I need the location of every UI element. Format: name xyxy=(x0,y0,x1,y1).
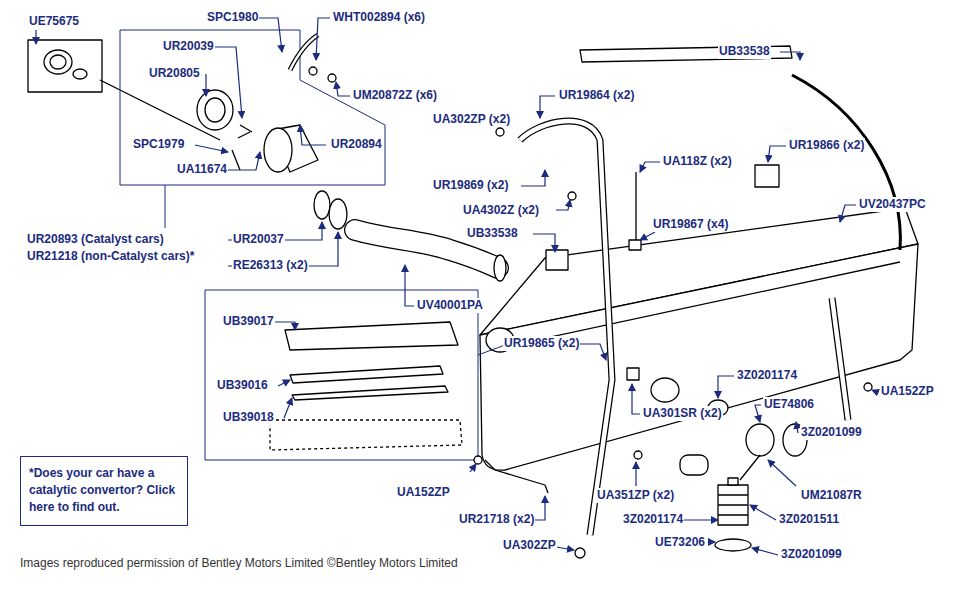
part-number: UB39017 xyxy=(222,314,275,329)
part-number: UR20039 xyxy=(162,39,215,54)
part-number: UB33538 xyxy=(718,44,771,59)
part-number: UA152ZP xyxy=(880,384,935,399)
part-number: UR20037 xyxy=(232,232,285,247)
note-box: *Does your car have a catalytic converto… xyxy=(20,456,188,526)
part-number: SPC1979 xyxy=(132,137,185,152)
part-number: 3Z0201174 xyxy=(736,368,798,383)
part-number: UR19864 (x2) xyxy=(558,88,635,103)
part-number: 3Z0201174 xyxy=(622,512,684,527)
part-number: UA302ZP xyxy=(502,538,557,553)
part-number: UB39016 xyxy=(216,378,269,393)
part-number: UR21718 (x2) xyxy=(458,512,535,527)
part-number: WHT002894 (x6) xyxy=(332,10,426,25)
part-number: UV40001PA xyxy=(416,298,484,313)
part-number: UR20805 xyxy=(148,66,201,81)
part-number: UR20893 (Catalyst cars) xyxy=(26,232,165,247)
part-number: UR19866 (x2) xyxy=(788,138,865,153)
part-number: UM21087R xyxy=(800,488,863,503)
part-number: UB39018 xyxy=(222,410,275,425)
part-number: UV20437PC xyxy=(858,197,927,212)
part-number: UA118Z (x2) xyxy=(662,154,733,169)
part-number: UA302ZP (x2) xyxy=(432,112,511,127)
part-number: UA301SR (x2) xyxy=(642,406,723,421)
part-number: UE75675 xyxy=(28,14,80,29)
part-number: UR19869 (x2) xyxy=(432,178,509,193)
part-number: UE74806 xyxy=(763,397,815,412)
part-number: UM20872Z (x6) xyxy=(352,88,438,103)
part-number: UA4302Z (x2) xyxy=(462,203,540,218)
part-number: UA351ZP (x2) xyxy=(596,488,675,503)
part-number: RE26313 (x2) xyxy=(232,258,309,273)
part-number: UA152ZP xyxy=(396,485,451,500)
note-text: *Does your car have a catalytic converto… xyxy=(29,465,179,516)
copyright-caption: Images reproduced permission of Bentley … xyxy=(20,556,458,570)
part-number: UA11674 xyxy=(176,162,228,177)
part-number: UR20894 xyxy=(330,137,383,152)
part-number: UB33538 xyxy=(466,226,519,241)
part-number: 3Z0201099 xyxy=(800,425,863,440)
part-number: 3Z0201099 xyxy=(780,547,843,562)
part-number: UE73206 xyxy=(654,535,706,550)
part-number: 3Z0201511 xyxy=(778,512,840,527)
part-number: SPC1980 xyxy=(206,10,259,25)
part-number: UR19867 (x4) xyxy=(652,217,729,232)
part-number: UR21218 (non-Catalyst cars)* xyxy=(26,249,195,264)
part-number: UR19865 (x2) xyxy=(503,336,580,351)
